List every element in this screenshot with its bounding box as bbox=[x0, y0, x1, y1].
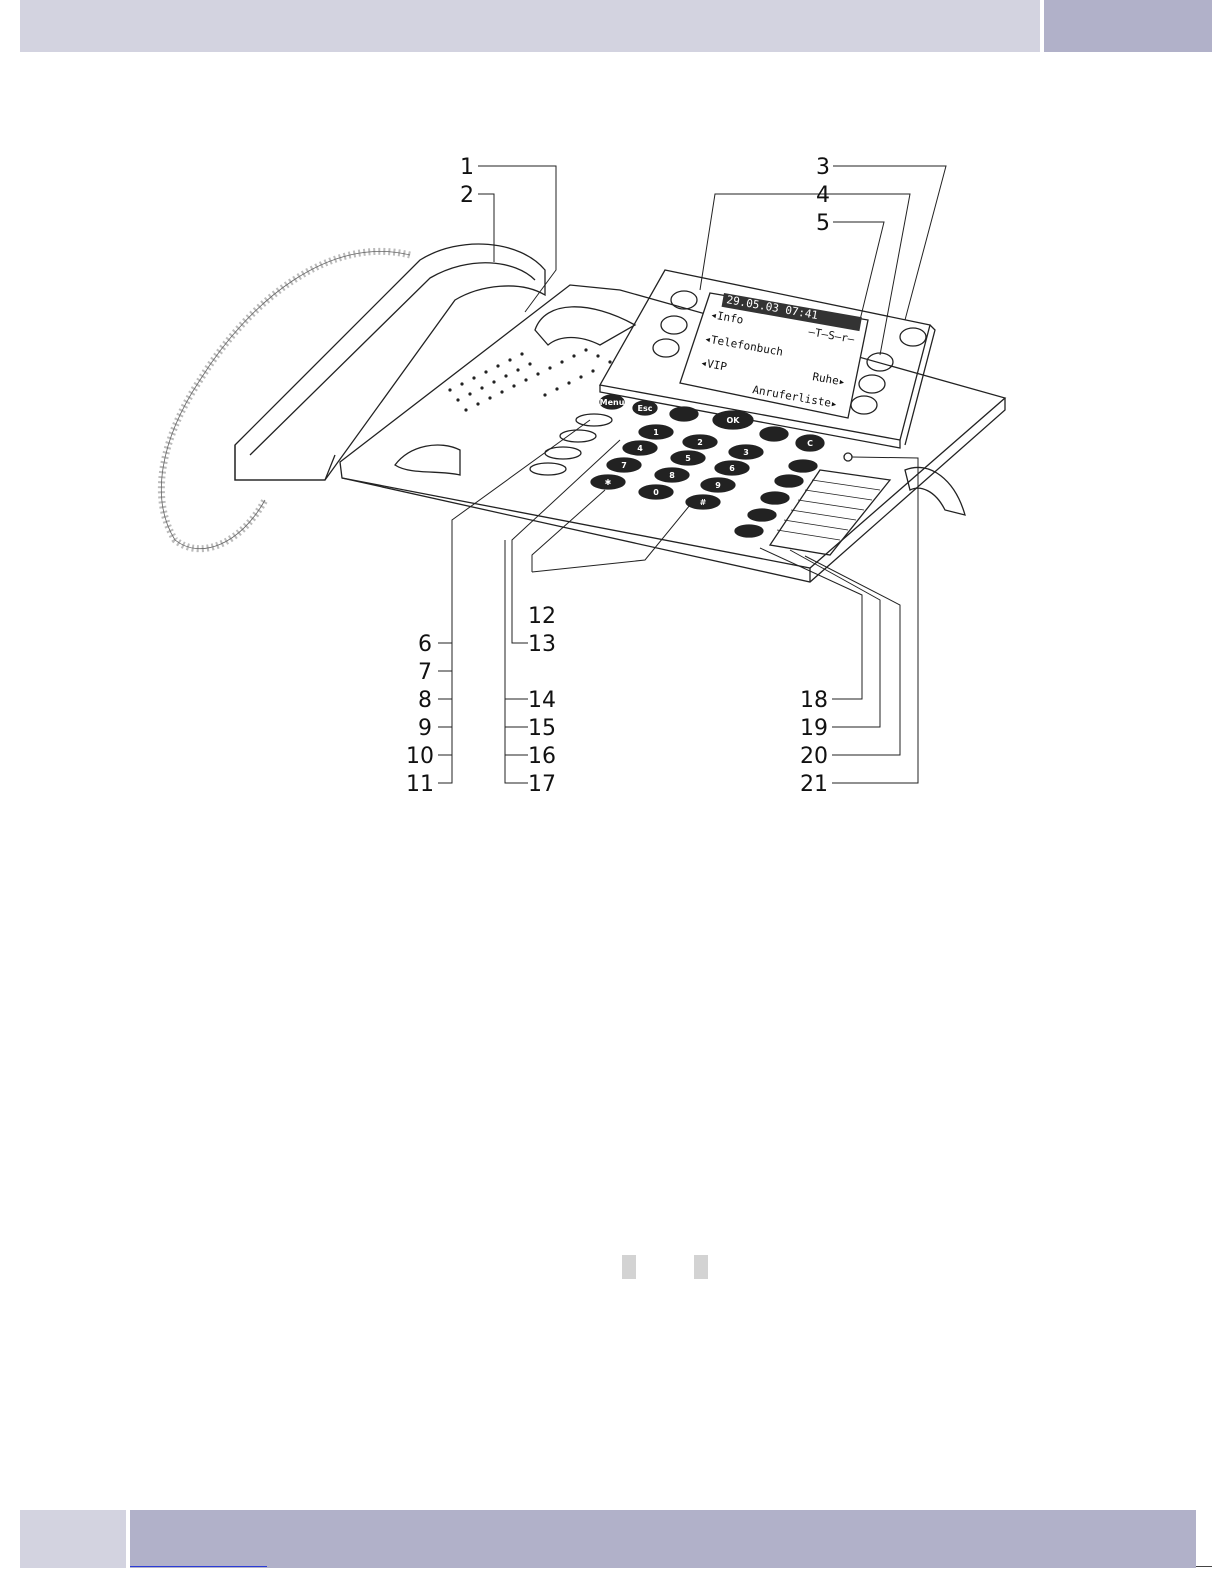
speaker-grille bbox=[448, 348, 611, 411]
callout-9: 9 bbox=[418, 716, 432, 741]
key-label-star: ✱ bbox=[605, 478, 612, 487]
key-label-1: 1 bbox=[653, 428, 659, 437]
handset bbox=[235, 244, 545, 480]
callout-17: 17 bbox=[528, 772, 556, 797]
key-label-2: 2 bbox=[697, 438, 703, 447]
right-arrow-key bbox=[760, 427, 788, 441]
callout-2: 2 bbox=[460, 183, 474, 208]
callout-12: 12 bbox=[528, 604, 556, 629]
footer-bar bbox=[130, 1510, 1196, 1568]
key-label-esc: Esc bbox=[638, 404, 653, 413]
footer-link-underline[interactable] bbox=[130, 1566, 267, 1567]
callout-lines bbox=[438, 166, 946, 783]
key-label-6: 6 bbox=[729, 464, 735, 473]
led-indicator bbox=[844, 453, 852, 461]
gray-marker bbox=[622, 1255, 636, 1279]
key-label-ok: OK bbox=[727, 416, 741, 425]
key-label-5: 5 bbox=[685, 454, 691, 463]
gray-marker bbox=[694, 1255, 708, 1279]
callout-13: 13 bbox=[528, 632, 556, 657]
handset-cord bbox=[161, 251, 410, 548]
dial-pad bbox=[591, 425, 763, 509]
key-label-9: 9 bbox=[715, 481, 721, 490]
left-arrow-key bbox=[670, 407, 698, 421]
callout-14: 14 bbox=[528, 688, 556, 713]
callout-6: 6 bbox=[418, 632, 432, 657]
callout-18: 18 bbox=[800, 688, 828, 713]
callout-15: 15 bbox=[528, 716, 556, 741]
callout-11: 11 bbox=[406, 772, 434, 797]
footer-left-block bbox=[20, 1510, 126, 1568]
footer-rule bbox=[1196, 1566, 1212, 1567]
phone-stand bbox=[905, 467, 965, 515]
phone-base bbox=[340, 285, 1005, 568]
key-label-8: 8 bbox=[669, 471, 675, 480]
key-label-4: 4 bbox=[637, 444, 643, 453]
callout-20: 20 bbox=[800, 744, 828, 769]
key-label-7: 7 bbox=[621, 461, 627, 470]
callout-8: 8 bbox=[418, 688, 432, 713]
key-label-0: 0 bbox=[653, 488, 659, 497]
callout-1: 1 bbox=[460, 155, 474, 180]
callout-4: 4 bbox=[816, 183, 830, 208]
callout-19: 19 bbox=[800, 716, 828, 741]
key-label-3: 3 bbox=[743, 448, 749, 457]
key-label-c: C bbox=[807, 439, 813, 448]
callout-10: 10 bbox=[406, 744, 434, 769]
callout-5: 5 bbox=[816, 211, 830, 236]
function-keys bbox=[530, 414, 612, 475]
key-label-menu: Menu bbox=[600, 398, 625, 407]
key-label-hash: # bbox=[700, 498, 707, 507]
callout-21: 21 bbox=[800, 772, 828, 797]
callout-16: 16 bbox=[528, 744, 556, 769]
callout-7: 7 bbox=[418, 660, 432, 685]
callout-3: 3 bbox=[816, 155, 830, 180]
